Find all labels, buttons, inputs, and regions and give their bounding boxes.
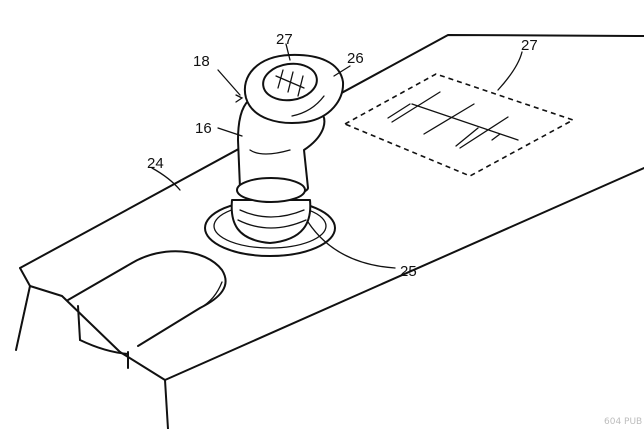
watermark: 604 PUB (604, 417, 642, 427)
shift-pattern-display (343, 73, 575, 177)
label-27-top: 27 (276, 31, 293, 48)
label-16: 16 (195, 120, 212, 137)
label-27-right: 27 (521, 37, 538, 54)
console-panel (15, 34, 644, 429)
cup-holder-recess (67, 250, 227, 355)
leader-lines (151, 43, 523, 269)
label-24: 24 (147, 155, 164, 172)
shift-boot-base (204, 199, 336, 257)
label-18: 18 (193, 53, 210, 70)
label-25: 25 (400, 263, 417, 280)
shift-knob-head (243, 53, 345, 124)
label-26: 26 (347, 50, 364, 67)
